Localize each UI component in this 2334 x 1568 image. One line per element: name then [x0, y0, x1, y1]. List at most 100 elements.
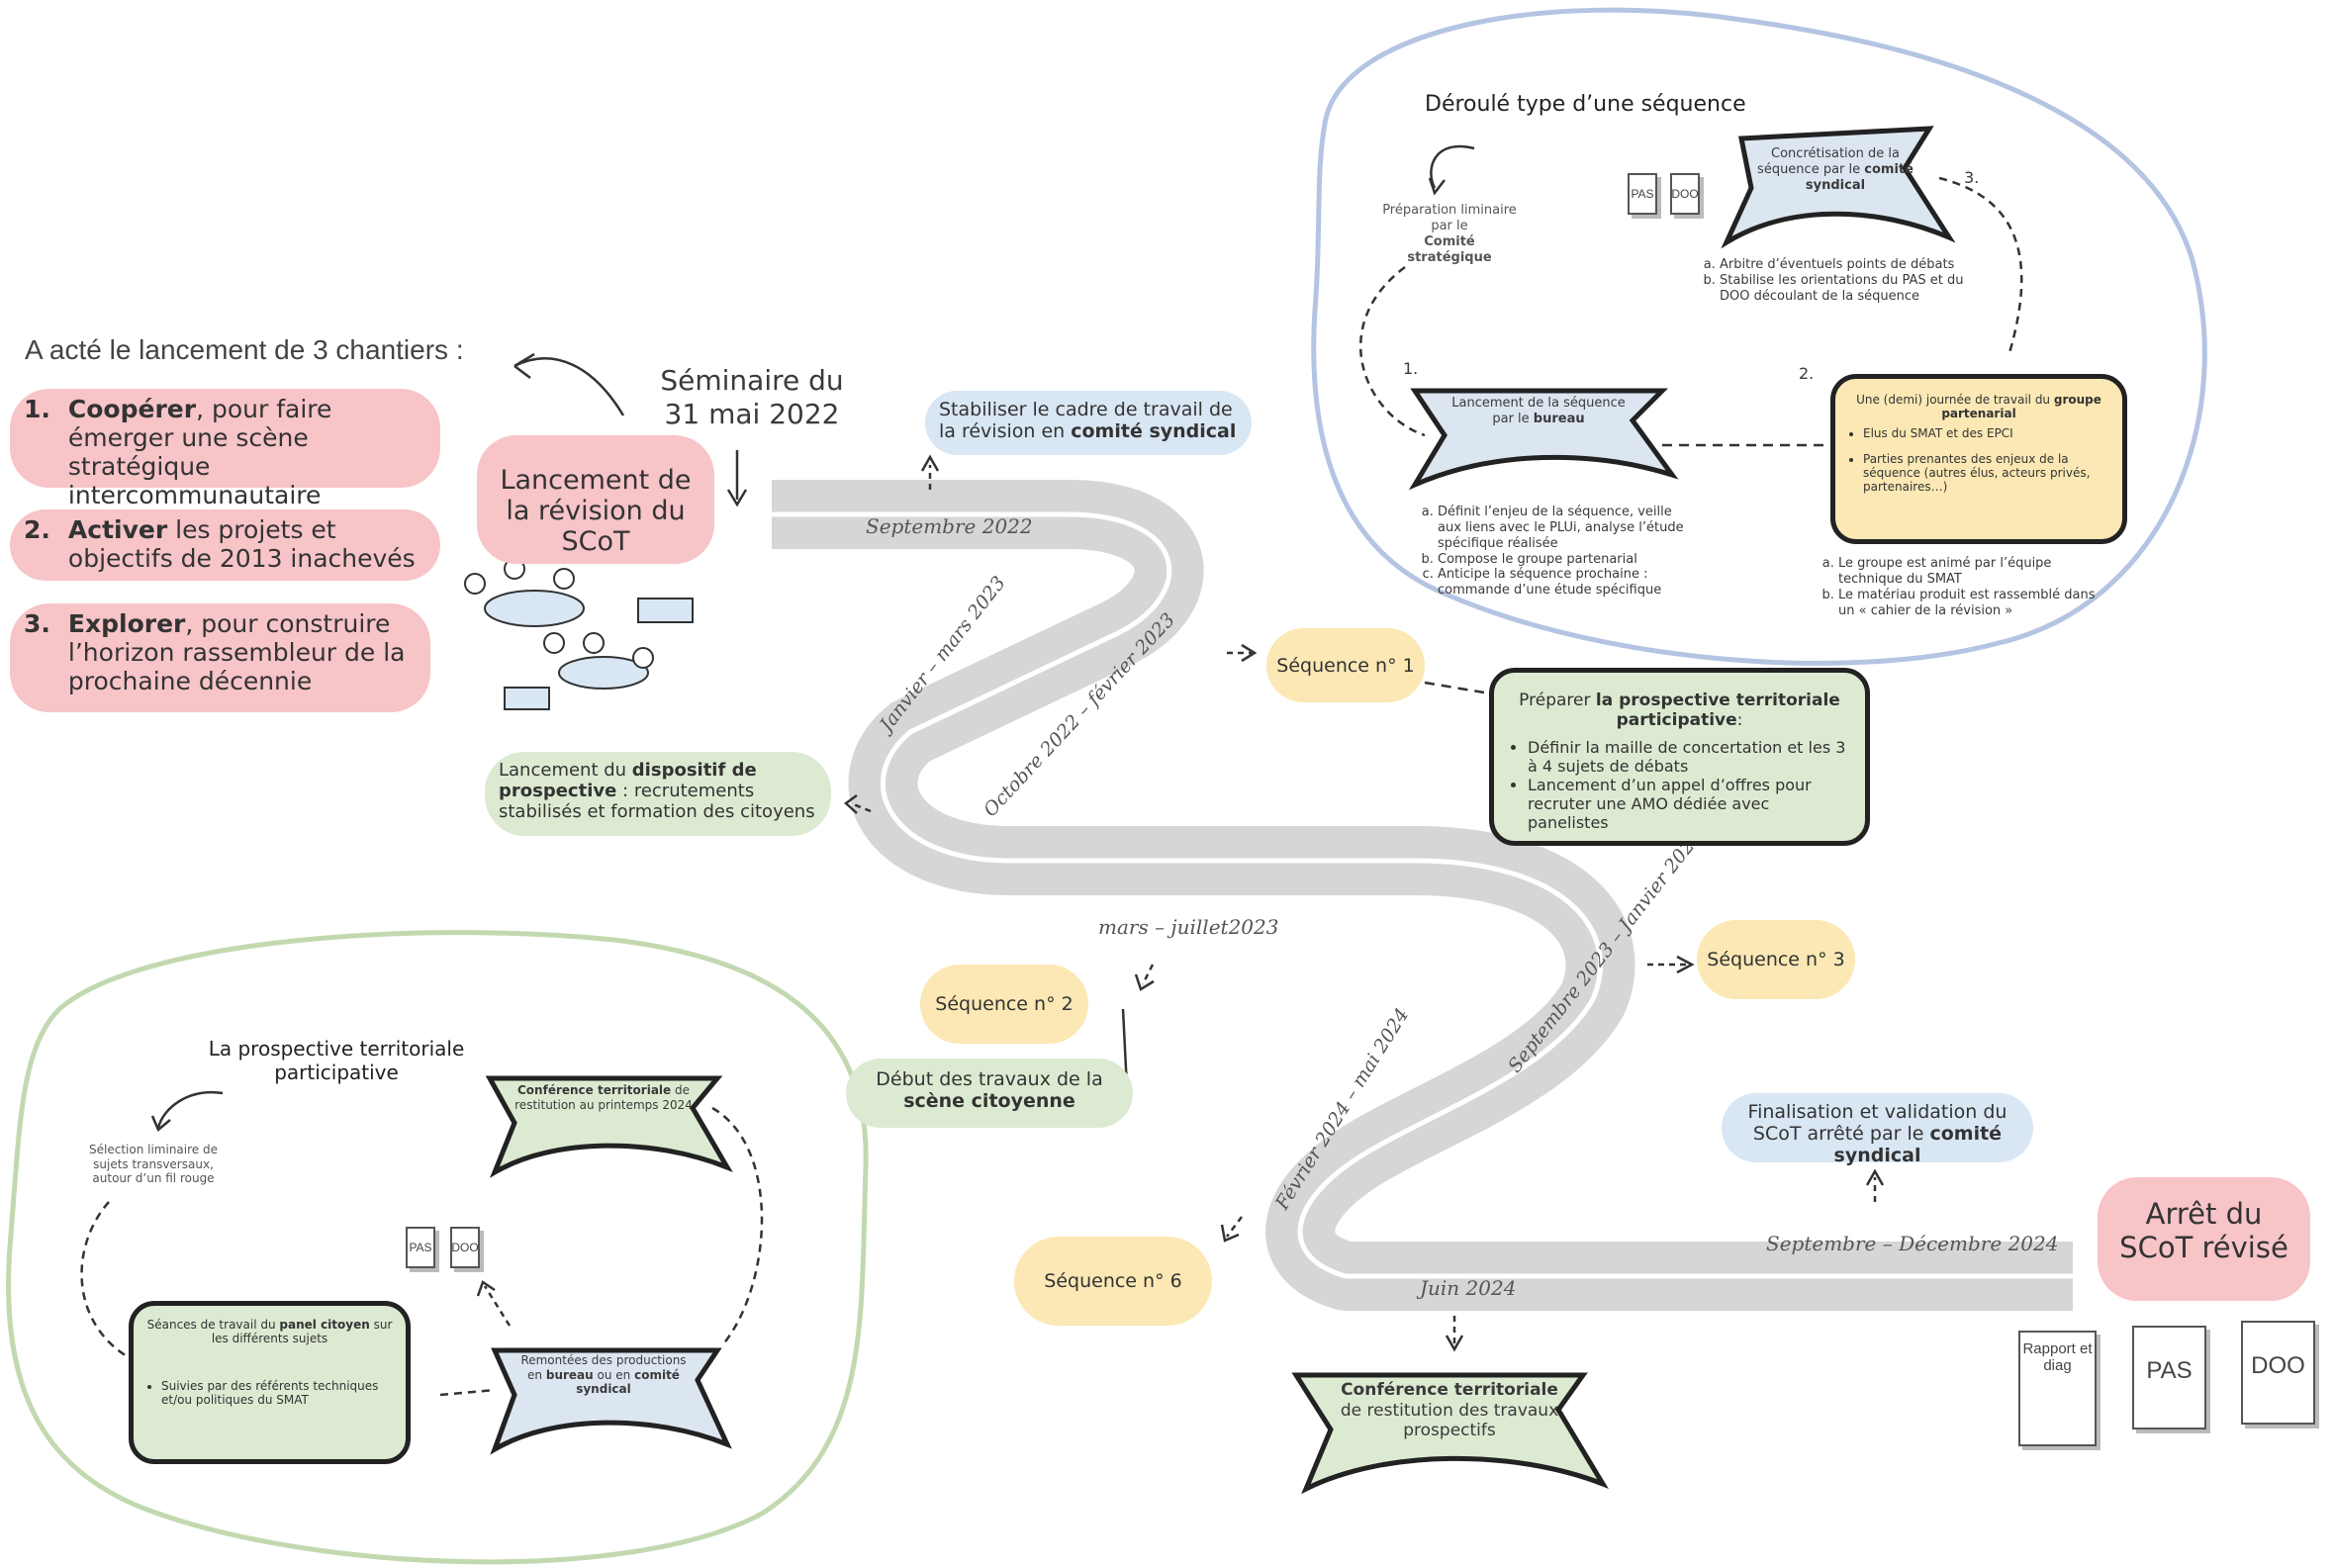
preparer-item-2: Lancement d’un appel d’offres pour recru…	[1528, 776, 1849, 832]
chantier-2-rest: les projets et objectifs de 2013 inachev…	[67, 515, 416, 573]
chantier-2: 2. Activer les projets et objectifs de 2…	[10, 509, 440, 581]
journee-panel: Une (demi) journée de travail du groupe …	[1830, 374, 2127, 544]
seminar-illustration	[464, 558, 694, 710]
seminaire-date: Séminaire du 31 mai 2022	[660, 364, 844, 431]
remontees-pre: Remontées des productions en	[520, 1353, 687, 1382]
stabiliser-text: Stabiliser le cadre de travail de la rév…	[939, 399, 1233, 442]
lancement-revision: Lancement de la révision du SCoT	[477, 435, 714, 564]
chantier-2-key: Activer	[67, 515, 168, 544]
chantiers-heading: A acté le lancement de 3 chantiers :	[25, 334, 464, 365]
dispositif-prospective: Lancement du dispositif de prospective :…	[485, 752, 831, 836]
remontees-mid: ou en	[593, 1367, 635, 1382]
arrow-seq6	[1226, 1216, 1243, 1238]
deroule-title: Déroulé type d’une séquence	[1425, 92, 1746, 117]
step-1: 1.	[1403, 359, 1419, 378]
chantier-1: 1. Coopérer, pour faire émerger une scèn…	[10, 389, 440, 509]
chantier-1-key: Coopérer	[67, 395, 197, 423]
doc-pas: PAS	[2132, 1326, 2206, 1430]
lancement-seq-bold: bureau	[1533, 411, 1585, 426]
banner-lancement-seq	[1408, 388, 1679, 491]
arrow-seq2	[1141, 964, 1155, 985]
road-label-marsjuil2023: mars – juillet2023	[1098, 915, 1279, 939]
debut-pre: Début des travaux de la	[876, 1068, 1103, 1090]
prospective-cloud-outline	[6, 930, 869, 1565]
remontees-bold1: bureau	[545, 1367, 594, 1382]
lancement-seq-label: Lancement de la séquence par le bureau	[1440, 396, 1637, 427]
stabiliser-cadre: Stabiliser le cadre de travail de la rév…	[925, 391, 1252, 455]
road-label-sepdec2024: Septembre – Décembre 2024	[1766, 1232, 2059, 1255]
journee-list: Le groupe est animé par l’équipe techniq…	[1811, 556, 2107, 618]
banner-remontees	[490, 1347, 732, 1455]
seances-bold: panel citoyen	[279, 1318, 370, 1332]
finalisation-pre: Finalisation et validation du SCoT arrêt…	[1747, 1101, 2007, 1145]
sequence-1: Séquence n° 1	[1266, 628, 1425, 702]
chantier-1-rest: , pour faire émerger une scène stratégiq…	[67, 395, 332, 509]
arret-scot: Arrêt du SCoT révisé	[2098, 1177, 2310, 1301]
conference-printemps-rest: de restitution au printemps 2024	[514, 1083, 693, 1112]
dispositif-pre: Lancement du	[499, 760, 632, 781]
sequence-cloud-outline	[1311, 7, 2207, 666]
chantier-3-rest: , pour construire l’horizon rassembleur …	[67, 609, 406, 695]
preparation-line: Préparation liminaire par le	[1382, 203, 1517, 233]
journee-line: Une (demi) journée de travail du	[1856, 393, 2054, 407]
remontees-label: Remontées des productions en bureau ou e…	[514, 1353, 693, 1397]
road-label-sep2022: Septembre 2022	[866, 514, 1033, 538]
selection-liminaire: Sélection liminaire de sujets transversa…	[89, 1143, 218, 1186]
debut-bold: scène citoyenne	[903, 1090, 1075, 1112]
stabiliser-bold: comité syndical	[1071, 420, 1237, 442]
chantier-3: 3. Explorer, pour construire l’horizon r…	[10, 603, 430, 712]
banner-conference-printemps	[485, 1075, 733, 1178]
finalisation-bold: comité syndical	[1833, 1123, 2003, 1166]
lancement-seq-line: Lancement de la séquence par le	[1451, 396, 1626, 426]
seances-post: sur les différents sujets	[211, 1318, 393, 1345]
chantier-2-num: 2.	[24, 515, 50, 544]
dispositif-post: : recrutements stabilisés et formation d…	[499, 781, 815, 822]
lancement-list: Définit l’enjeu de la séquence, veille a…	[1410, 505, 1687, 599]
concret-item-b: Stabilise les orientations du PAS et du …	[1720, 273, 1969, 305]
concretisation-line: Concrétisation de la séquence par le	[1757, 146, 1900, 177]
journee-list-b: Le matériau produit est rassemblé dans u…	[1838, 588, 2107, 619]
preparer-item-1: Définir la maille de concertation et les…	[1528, 738, 1849, 776]
preparer-title-post: :	[1736, 710, 1743, 730]
step-2: 2.	[1799, 364, 1815, 383]
concretisation-label: Concrétisation de la séquence par le com…	[1741, 146, 1929, 194]
concret-item-a: Arbitre d’éventuels points de débats	[1720, 257, 1969, 273]
road-label-juin2024: Juin 2024	[1420, 1276, 1517, 1300]
conference-finale-bold: Conférence territoriale	[1341, 1380, 1558, 1400]
banner-concretisation	[1721, 126, 1956, 249]
concretisation-bold: comité syndical	[1805, 161, 1914, 193]
banner-conference-finale	[1291, 1372, 1609, 1495]
lancement-item-c: Anticipe la séquence prochaine : command…	[1438, 567, 1687, 599]
preparer-title-pre: Préparer	[1519, 691, 1596, 710]
journee-item-1: Elus du SMAT et des EPCI	[1863, 426, 2112, 440]
chantier-3-key: Explorer	[67, 609, 186, 638]
preparer-title-bold: la prospective territoriale participativ…	[1595, 691, 1840, 730]
conference-finale-rest: de restitution des travaux prospectifs	[1340, 1400, 1559, 1441]
deroule-doc-pas: PAS	[1628, 173, 1657, 215]
conference-printemps: Conférence territoriale de restitution a…	[514, 1083, 693, 1112]
sequence-2: Séquence n° 2	[920, 965, 1088, 1044]
finalisation-validation: Finalisation et validation du SCoT arrêt…	[1722, 1093, 2033, 1166]
prospective-doc-doo: DOO	[450, 1227, 480, 1268]
suivies-item: Suivies par des référents techniques et/…	[161, 1379, 396, 1407]
conference-finale: Conférence territoriale de restitution d…	[1331, 1380, 1568, 1441]
concretisation-list: Arbitre d’éventuels points de débats Sta…	[1692, 257, 1969, 305]
arrow-dispositif	[850, 801, 872, 813]
step-3: 3.	[1964, 168, 1980, 187]
deroule-doc-doo: DOO	[1670, 173, 1700, 215]
dispositif-bold: dispositif de prospective	[499, 760, 757, 801]
lancement-item-b: Compose le groupe partenarial	[1438, 552, 1687, 568]
journee-list-a: Le groupe est animé par l’équipe techniq…	[1838, 556, 2107, 588]
connector-seq1	[1424, 681, 1485, 694]
sequence-6: Séquence n° 6	[1014, 1237, 1212, 1326]
arrow-to-chantiers	[513, 357, 625, 416]
sequence-3: Séquence n° 3	[1697, 920, 1855, 999]
lancement-item-a: Définit l’enjeu de la séquence, veille a…	[1438, 505, 1687, 552]
seances-panel: Séances de travail du panel citoyen sur …	[129, 1301, 411, 1464]
debut-travaux: Début des travaux de la scène citoyenne	[846, 1059, 1133, 1128]
preparer-panel: Préparer la prospective territoriale par…	[1489, 668, 1870, 846]
doc-doo: DOO	[2241, 1321, 2315, 1425]
preparation-bold: Comité stratégique	[1407, 233, 1492, 265]
chantier-1-num: 1.	[24, 395, 50, 423]
